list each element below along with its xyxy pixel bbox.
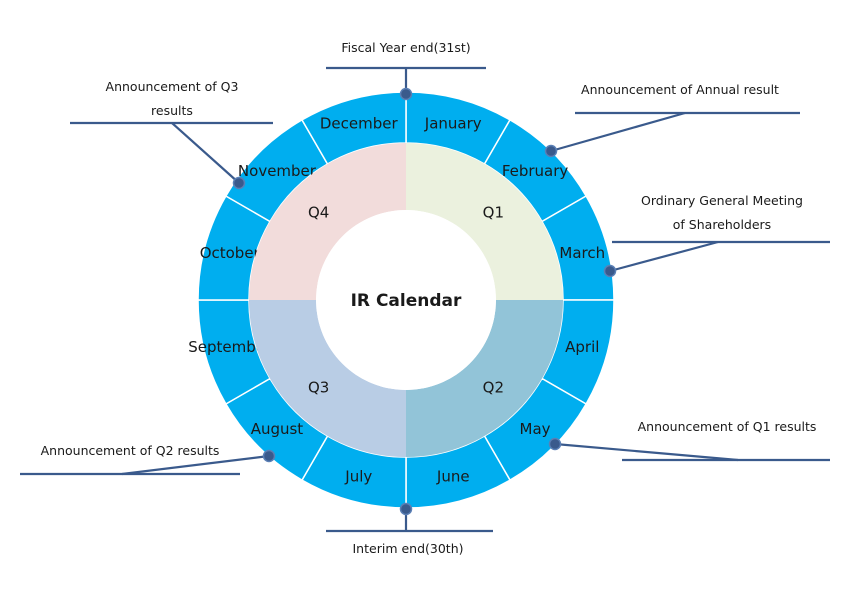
quarter-label: Q3 xyxy=(308,378,329,396)
callout-text: Fiscal Year end(31st) xyxy=(341,40,470,55)
callout-general-meeting: Ordinary General Meeting of Shareholders xyxy=(603,193,830,278)
callout-dot xyxy=(399,502,413,516)
callout-q3-results: Announcement of Q3 results xyxy=(70,79,273,190)
month-label: January xyxy=(424,115,482,133)
quarter-arc xyxy=(249,300,406,457)
month-label: August xyxy=(251,420,304,438)
callout-text: Interim end(30th) xyxy=(353,541,464,556)
quarter-arc xyxy=(406,300,563,457)
callout-dot xyxy=(603,264,617,278)
month-label: September xyxy=(188,338,272,356)
quarter-arc xyxy=(249,143,406,300)
callout-line xyxy=(171,122,240,184)
callout-text: results xyxy=(151,103,193,118)
callout-q1-results: Announcement of Q1 results xyxy=(548,419,830,462)
callout-text: Announcement of Annual result xyxy=(581,82,779,97)
callout-dot xyxy=(262,449,276,463)
month-label: July xyxy=(344,467,372,485)
quarter-arc xyxy=(406,143,563,300)
callout-line xyxy=(609,240,719,273)
month-label: March xyxy=(559,244,605,262)
center-title: IR Calendar xyxy=(351,291,462,311)
quarter-segment-q2: Q2 xyxy=(406,300,563,457)
callout-line xyxy=(550,111,686,153)
callout-dot xyxy=(544,144,558,158)
callout-text: Announcement of Q1 results xyxy=(638,419,817,434)
quarter-label: Q2 xyxy=(483,378,504,396)
month-segment-october: October xyxy=(197,194,272,301)
callout-dot xyxy=(548,437,562,451)
callout-dot xyxy=(232,176,246,190)
quarter-label: Q1 xyxy=(483,204,504,222)
callout-text: Announcement of Q2 results xyxy=(41,443,220,458)
month-label: May xyxy=(520,420,551,438)
month-label: October xyxy=(200,244,261,262)
month-label: November xyxy=(238,162,317,180)
callout-text: Announcement of Q3 xyxy=(106,79,239,94)
quarter-label: Q4 xyxy=(308,204,329,222)
callout-interim-end: Interim end(30th) xyxy=(326,502,493,556)
month-segment-september: September xyxy=(188,299,272,406)
callout-annual-result: Announcement of Annual result xyxy=(544,82,800,158)
callout-line xyxy=(121,454,270,476)
callout-text: of Shareholders xyxy=(673,217,771,232)
month-label: April xyxy=(565,338,599,356)
callout-fiscal-year-end: Fiscal Year end(31st) xyxy=(326,40,486,101)
month-label: December xyxy=(320,115,399,133)
quarter-segment-q3: Q3 xyxy=(249,300,406,457)
callouts: Fiscal Year end(31st) Announcement of Ann… xyxy=(20,40,830,556)
callout-line xyxy=(554,442,739,462)
callout-text: Ordinary General Meeting xyxy=(641,193,803,208)
month-label: June xyxy=(436,467,470,485)
quarter-segment-q4: Q4 xyxy=(249,143,406,300)
callout-q2-results: Announcement of Q2 results xyxy=(20,443,276,476)
month-label: February xyxy=(502,162,569,180)
quarter-segment-q1: Q1 xyxy=(406,143,563,300)
month-segment-july: July xyxy=(300,434,407,509)
callout-dot xyxy=(399,87,413,101)
center-disc xyxy=(316,210,496,390)
